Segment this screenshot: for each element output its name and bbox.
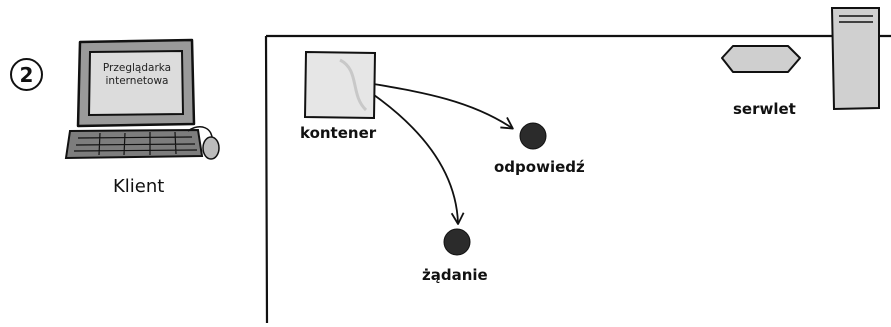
request-label: żądanie bbox=[422, 266, 488, 284]
container-box-icon bbox=[303, 50, 377, 120]
arrow-to-request bbox=[373, 94, 465, 225]
response-label: odpowiedź bbox=[494, 158, 585, 176]
browser-screen-label: Przeglądarka internetowa bbox=[102, 62, 172, 87]
server-tower-icon bbox=[830, 7, 880, 111]
step-number-badge: 2 bbox=[10, 58, 43, 91]
server-frame bbox=[264, 34, 891, 324]
arrow-to-response bbox=[373, 83, 514, 130]
servlet-icon bbox=[721, 45, 801, 73]
client-label: Klient bbox=[113, 176, 165, 197]
request-object-icon bbox=[443, 228, 471, 256]
servlet-label: serwlet bbox=[733, 100, 796, 118]
client-computer-icon bbox=[64, 38, 220, 160]
container-label: kontener bbox=[300, 124, 377, 142]
response-object-icon bbox=[519, 122, 547, 150]
